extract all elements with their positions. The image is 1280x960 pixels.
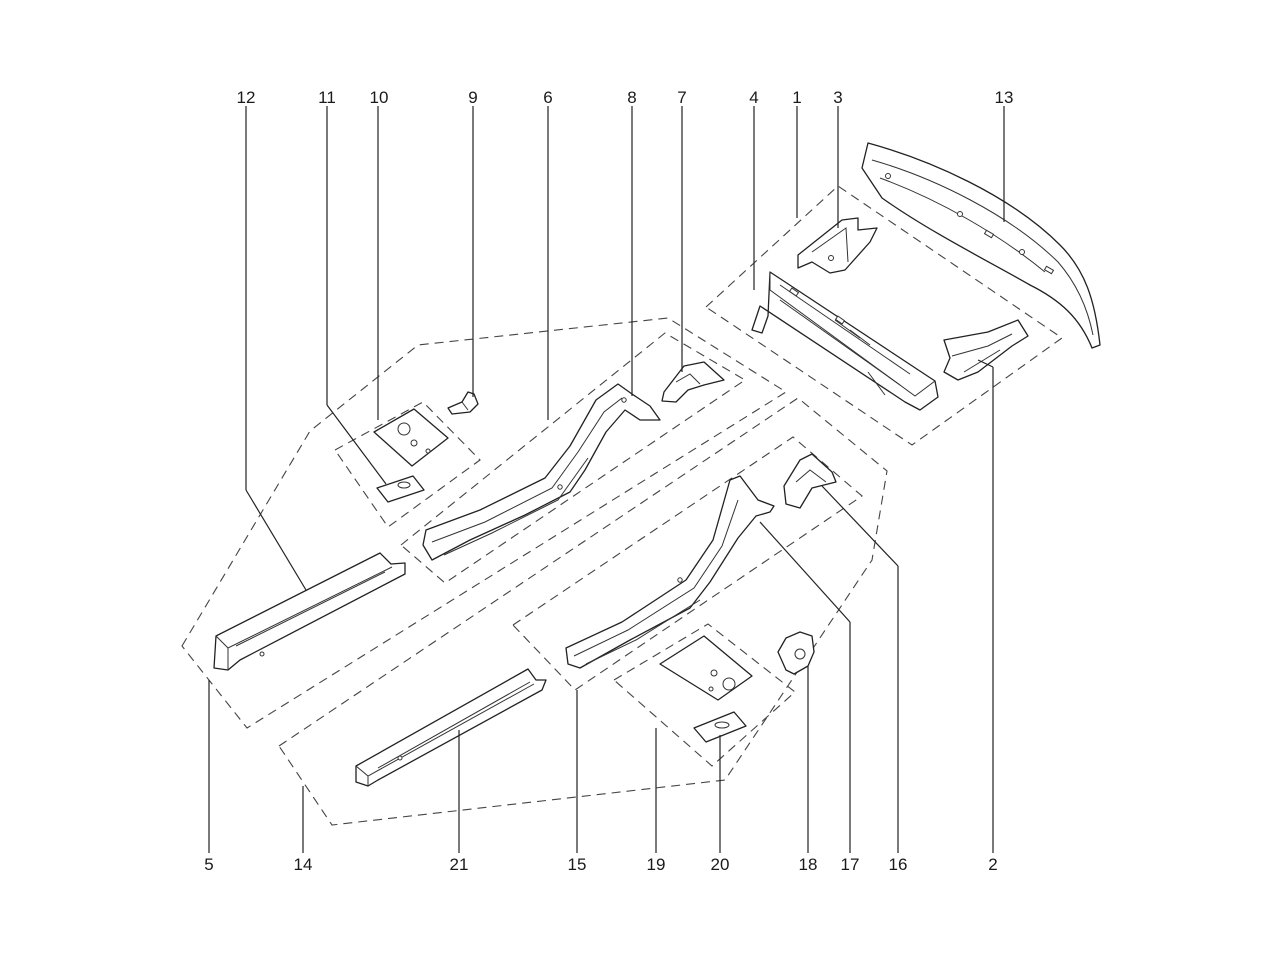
- label-16: 16: [889, 855, 908, 874]
- label-19: 19: [647, 855, 666, 874]
- label-7: 7: [677, 88, 686, 107]
- label-8: 8: [627, 88, 636, 107]
- leader-16-tip: [821, 485, 899, 567]
- label-4: 4: [749, 88, 758, 107]
- part-18-bracket: [777, 631, 815, 675]
- group-15-outline: [512, 436, 863, 691]
- label-10: 10: [370, 88, 389, 107]
- part-16-bracket: [783, 453, 837, 509]
- leader-11-tip: [326, 404, 387, 485]
- label-3: 3: [833, 88, 842, 107]
- part-2-bracket: [943, 319, 1029, 381]
- label-18: 18: [799, 855, 818, 874]
- leader-2-tip: [977, 359, 994, 368]
- group-6-outline: [400, 332, 747, 584]
- part-17-rail: [565, 475, 775, 669]
- label-20: 20: [711, 855, 730, 874]
- label-1: 1: [792, 88, 801, 107]
- part-7-bracket: [661, 361, 725, 403]
- label-6: 6: [543, 88, 552, 107]
- part-10-plate: [373, 408, 449, 467]
- label-12: 12: [237, 88, 256, 107]
- part-6-rail: [422, 383, 661, 561]
- label-15: 15: [568, 855, 587, 874]
- label-13: 13: [995, 88, 1014, 107]
- label-14: 14: [294, 855, 313, 874]
- group-10-outline: [334, 401, 481, 528]
- label-17: 17: [841, 855, 860, 874]
- part-21-rail: [355, 668, 547, 787]
- part-19-plate: [659, 635, 753, 701]
- group-5-outline: [181, 317, 788, 729]
- part-4-crossmember: [751, 271, 939, 411]
- part-13-rail: [861, 142, 1101, 349]
- label-2: 2: [988, 855, 997, 874]
- leader-17-tip: [759, 521, 851, 623]
- label-5: 5: [204, 855, 213, 874]
- part-3-bracket: [797, 217, 878, 274]
- label-11: 11: [318, 88, 336, 107]
- label-21: 21: [450, 855, 469, 874]
- label-9: 9: [468, 88, 477, 107]
- part-11-plate: [376, 475, 425, 503]
- group-14-outline: [278, 397, 888, 826]
- part-9-clip: [447, 391, 479, 415]
- leader-12-tip: [245, 489, 307, 591]
- part-20-plate: [693, 711, 747, 743]
- part-12-rail: [213, 552, 406, 671]
